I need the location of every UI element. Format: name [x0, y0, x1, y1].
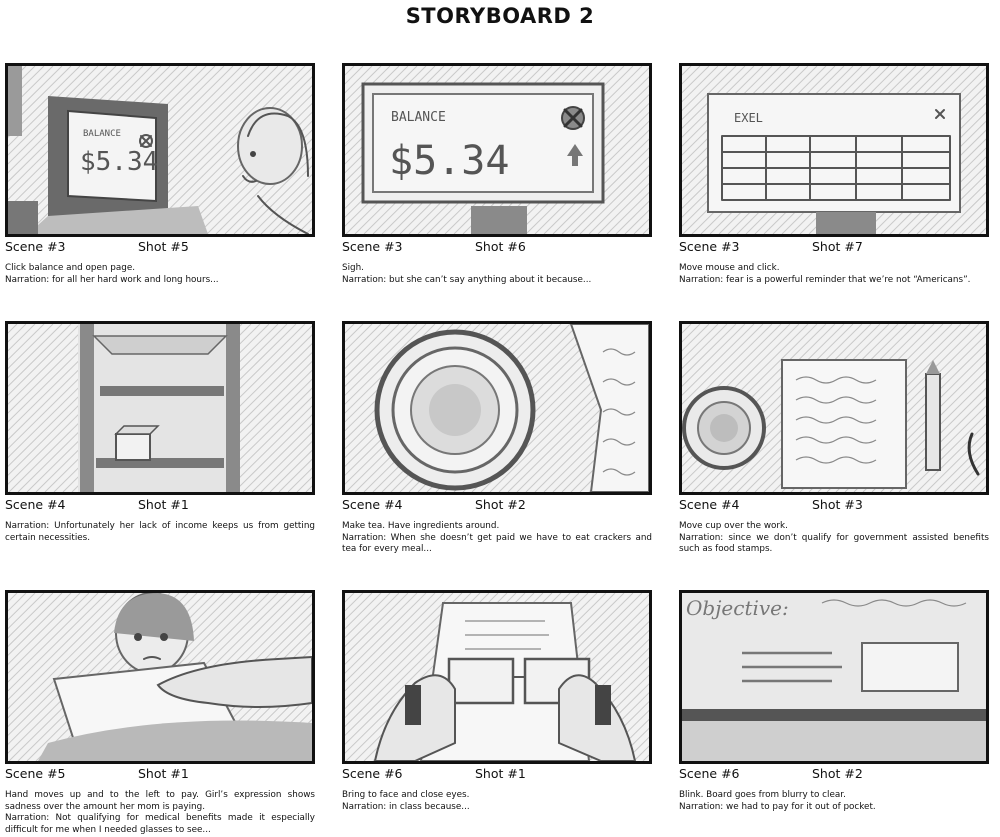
panel-description: Hand moves up and to the left to pay. Gi…	[5, 790, 315, 836]
storyboard-panel-8: Scene #6 Shot #1 Bring to face and close…	[342, 590, 652, 813]
storyboard-panel-5: Scene #4 Shot #2 Make tea. Have ingredie…	[342, 321, 652, 556]
sketch-balance-closeup: BALANCE $5.34	[345, 66, 649, 234]
scene-label: Scene #3	[342, 239, 403, 254]
description-line: Hand moves up and to the left to pay. Gi…	[5, 790, 315, 812]
shot-label: Shot #7	[812, 239, 863, 254]
svg-text:Objective:: Objective:	[686, 596, 789, 620]
description-line: Sigh.	[342, 263, 364, 273]
panel-sketch	[679, 321, 989, 495]
storyboard-panel-6: Scene #4 Shot #3 Move cup over the work.…	[679, 321, 989, 556]
description-line: Narration: but she can’t say anything ab…	[342, 274, 592, 285]
panel-description: Blink. Board goes from blurry to clear. …	[679, 790, 989, 813]
storyboard-panel-1: BALANCE $5.34 Scene #3 Shot #5 Click bal…	[5, 63, 315, 286]
sketch-hands-with-glasses	[345, 593, 649, 761]
description-line: Narration: we had to pay for it out of p…	[679, 801, 876, 812]
scene-label: Scene #4	[5, 497, 66, 512]
storyboard-panel-9: Objective: Scene #6 Shot #2 Blink. Board…	[679, 590, 989, 813]
sketch-spreadsheet-window: EXEL	[682, 66, 986, 234]
panel-sketch: BALANCE $5.34	[342, 63, 652, 237]
shot-label: Shot #6	[475, 239, 526, 254]
description-line: Narration: Unfortunately her lack of inc…	[5, 521, 315, 543]
panel-description: Sigh. Narration: but she can’t say anyth…	[342, 263, 652, 286]
panel-sketch	[5, 321, 315, 495]
sketch-computer-monitor-and-girl: BALANCE $5.34	[8, 66, 312, 234]
scene-label: Scene #4	[679, 497, 740, 512]
scene-label: Scene #3	[5, 239, 66, 254]
page-title: STORYBOARD 2	[405, 4, 595, 28]
storyboard-panel-3: EXEL Scene #3 Shot #7 Move mouse and cli…	[679, 63, 989, 286]
panel-description: Move mouse and click. Narration: fear is…	[679, 263, 989, 286]
panel-sketch: EXEL	[679, 63, 989, 237]
shot-label: Shot #1	[138, 497, 189, 512]
panel-description: Bring to face and close eyes. Narration:…	[342, 790, 652, 813]
scene-label: Scene #6	[679, 766, 740, 781]
svg-text:$5.34: $5.34	[389, 138, 509, 184]
panel-sketch	[5, 590, 315, 764]
scene-label: Scene #5	[5, 766, 66, 781]
panel-sketch: Objective:	[679, 590, 989, 764]
description-line: Narration: When she doesn’t get paid we …	[342, 532, 652, 555]
shot-label: Shot #1	[475, 766, 526, 781]
panel-sketch: BALANCE $5.34	[5, 63, 315, 237]
description-line: Move cup over the work.	[679, 521, 788, 531]
scene-label: Scene #4	[342, 497, 403, 512]
scene-label: Scene #3	[679, 239, 740, 254]
shot-label: Shot #2	[812, 766, 863, 781]
description-line: Blink. Board goes from blurry to clear.	[679, 790, 846, 800]
svg-text:EXEL: EXEL	[734, 111, 763, 125]
description-line: Make tea. Have ingredients around.	[342, 521, 500, 531]
description-line: Narration: in class because...	[342, 801, 470, 812]
sketch-hand-paying	[8, 593, 312, 761]
shot-label: Shot #5	[138, 239, 189, 254]
sketch-empty-shelf	[8, 324, 312, 492]
description-line: Move mouse and click.	[679, 263, 780, 273]
panel-description: Narration: Unfortunately her lack of inc…	[5, 521, 315, 544]
description-line: Narration: Not qualifying for medical be…	[5, 813, 315, 835]
storyboard-panel-7: Scene #5 Shot #1 Hand moves up and to th…	[5, 590, 315, 836]
sketch-cup-over-paper	[682, 324, 986, 492]
description-line: Bring to face and close eyes.	[342, 790, 470, 800]
description-line: Narration: fear is a powerful reminder t…	[679, 274, 971, 285]
panel-sketch	[342, 321, 652, 495]
storyboard-panel-2: BALANCE $5.34 Scene #3 Shot #6 Sigh. Nar…	[342, 63, 652, 286]
sketch-tea-cup-and-crackers	[345, 324, 649, 492]
panel-description: Make tea. Have ingredients around. Narra…	[342, 521, 652, 556]
panel-sketch	[342, 590, 652, 764]
shot-label: Shot #2	[475, 497, 526, 512]
svg-text:BALANCE: BALANCE	[391, 110, 446, 125]
description-line: Narration: for all her hard work and lon…	[5, 274, 219, 285]
description-line: Narration: since we don’t qualify for go…	[679, 532, 989, 555]
svg-text:BALANCE: BALANCE	[83, 129, 121, 139]
sketch-classroom-board: Objective:	[682, 593, 986, 761]
scene-label: Scene #6	[342, 766, 403, 781]
svg-text:$5.34: $5.34	[80, 147, 158, 177]
panel-description: Click balance and open page. Narration: …	[5, 263, 315, 286]
shot-label: Shot #1	[138, 766, 189, 781]
storyboard-panel-4: Scene #4 Shot #1 Narration: Unfortunatel…	[5, 321, 315, 544]
shot-label: Shot #3	[812, 497, 863, 512]
panel-description: Move cup over the work. Narration: since…	[679, 521, 989, 556]
description-line: Click balance and open page.	[5, 263, 136, 273]
